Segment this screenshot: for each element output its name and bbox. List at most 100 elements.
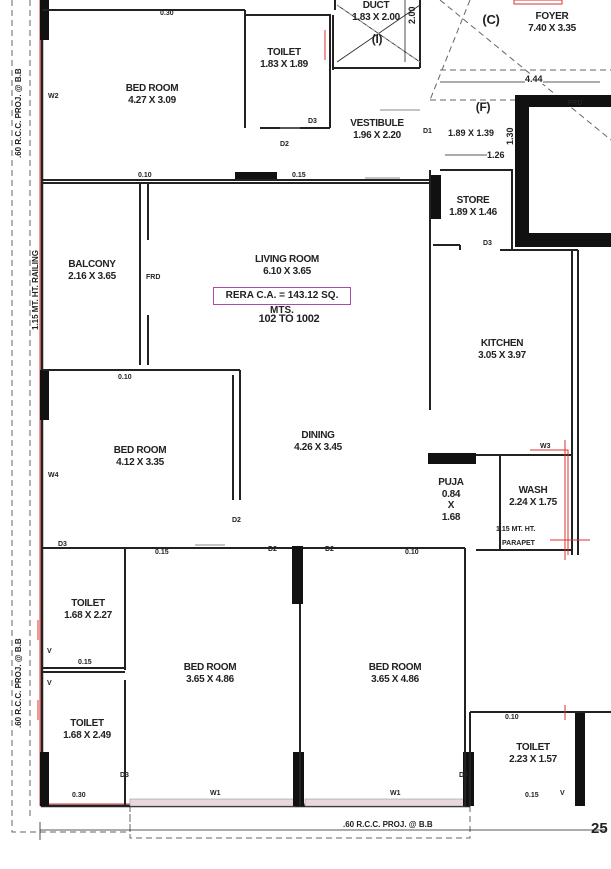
opening-d2b: D2 <box>232 517 241 524</box>
interior-walls <box>42 0 611 806</box>
puja-dim2: 1.68 <box>441 511 461 523</box>
toilet-se-name: TOILET <box>516 742 550 753</box>
bedroom-w-name: BED ROOM <box>113 445 167 456</box>
marker-c: (C) <box>482 12 500 27</box>
opening-d3a: D3 <box>308 118 317 125</box>
wall-dim-1: 0.30 <box>160 10 174 17</box>
marker-f: (F) <box>475 100 491 114</box>
vestibule-name: VESTIBULE <box>350 118 404 129</box>
toilet-w1-dim: 1.68 X 2.27 <box>64 609 112 621</box>
toilet-w2-name: TOILET <box>70 718 104 729</box>
bedroom-s1-name: BED ROOM <box>183 662 237 673</box>
duct-dim: 1.83 X 2.00 <box>352 11 400 23</box>
toilet-se-dim: 2.23 X 1.57 <box>509 753 557 765</box>
store-name: STORE <box>456 195 490 206</box>
bedroom-s1-dim: 3.65 X 4.86 <box>186 673 234 685</box>
opening-w4: W4 <box>48 472 59 479</box>
window-band-bottom <box>129 798 296 807</box>
living-room-name: LIVING ROOM <box>255 254 319 265</box>
opening-v2: V <box>47 680 52 687</box>
living-room-dim: 6.10 X 3.65 <box>263 265 311 277</box>
bedroom-w-dim: 4.12 X 3.35 <box>116 456 164 468</box>
rcc-proj-left-top: .60 R.C.C. PROJ. @ B.B <box>14 68 23 158</box>
opening-d2d: D2 <box>325 546 334 553</box>
toilet-w1-name: TOILET <box>71 598 105 609</box>
puja-dim1: 0.84 <box>441 488 461 500</box>
flat-range: 102 TO 1002 <box>258 313 320 325</box>
opening-v1: V <box>47 648 52 655</box>
structural-columns <box>40 0 611 806</box>
toilet-n-dim: 1.83 X 1.89 <box>260 58 308 70</box>
wall-dim-3: 0.15 <box>292 172 306 179</box>
opening-w3: W3 <box>540 443 551 450</box>
duct-name: DUCT <box>362 0 390 11</box>
door-marks <box>195 109 420 546</box>
parapet-note-2: PARAPET <box>502 540 535 547</box>
wall-dim-9: 0.15 <box>525 792 539 799</box>
opening-d3e: D3 <box>459 772 468 779</box>
wall-dim-6: 0.10 <box>405 549 419 556</box>
opening-d3c: D3 <box>58 541 67 548</box>
bedroom-s2-dim: 3.65 X 4.86 <box>371 673 419 685</box>
opening-v3: V <box>560 790 565 797</box>
foyer-name: FOYER <box>535 11 569 22</box>
duct-cross <box>336 4 421 63</box>
opening-w1a: W1 <box>210 790 221 797</box>
toilet-w2-dim: 1.68 X 2.49 <box>63 729 111 741</box>
frd-label-2: FRD <box>568 100 583 107</box>
railing-note: 1.15 MT. HT. RAILING <box>31 249 40 330</box>
dim-130: 1.30 <box>505 127 515 145</box>
wash-name: WASH <box>518 485 548 496</box>
wall-dim-7: 0.15 <box>78 659 92 666</box>
external-walls <box>40 0 470 808</box>
wall-dim-5: 0.15 <box>155 549 169 556</box>
wall-dim-2: 0.10 <box>138 172 152 179</box>
store-dim: 1.89 X 1.46 <box>449 206 497 218</box>
wash-dim: 2.24 X 1.75 <box>509 496 557 508</box>
bedroom-nw-name: BED ROOM <box>125 83 179 94</box>
rcc-proj-bottom: .60 R.C.C. PROJ. @ B.B <box>343 820 433 829</box>
toilet-n-name: TOILET <box>267 47 301 58</box>
opening-d2c: D2 <box>268 546 277 553</box>
dining-name: DINING <box>301 430 335 441</box>
kitchen-name: KITCHEN <box>480 338 524 349</box>
wall-dim-10: 0.10 <box>505 714 519 721</box>
balcony-name: BALCONY <box>68 259 116 270</box>
foyer-dim: 7.40 X 3.35 <box>528 22 576 34</box>
bedroom-s2-name: BED ROOM <box>368 662 422 673</box>
opening-w2: W2 <box>48 93 59 100</box>
kitchen-dim: 3.05 X 3.97 <box>478 349 526 361</box>
puja-x: X <box>447 500 455 511</box>
wall-dim-8: 0.30 <box>72 792 86 799</box>
opening-d3b: D3 <box>483 240 492 247</box>
frd-label: FRD <box>146 274 161 281</box>
parapet-note-1: 1.15 MT. HT. <box>496 526 536 533</box>
bedroom-nw-dim: 4.27 X 3.09 <box>128 94 176 106</box>
dining-dim: 4.26 X 3.45 <box>294 441 342 453</box>
puja-name: PUJA <box>438 477 464 488</box>
wall-dim-4: 0.10 <box>118 374 132 381</box>
marker-i: (I) <box>371 32 383 46</box>
dim-444: 4.44 <box>525 74 543 84</box>
rcc-proj-left-bottom: .60 R.C.C. PROJ. @ B.B <box>14 638 23 728</box>
vestibule-dim: 1.96 X 2.20 <box>353 129 401 141</box>
